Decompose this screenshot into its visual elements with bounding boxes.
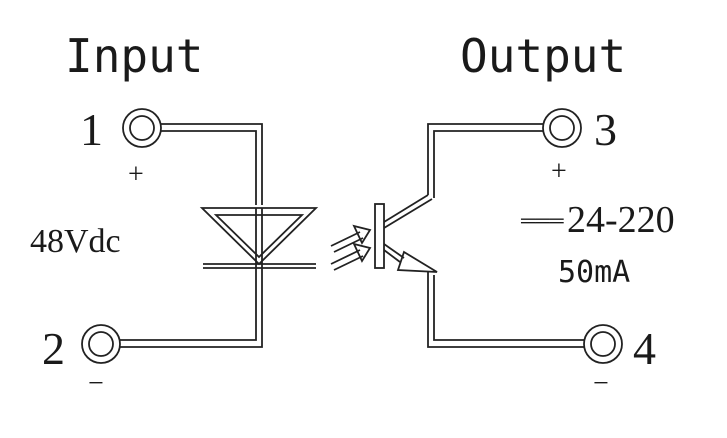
output-current-label: 50mA — [558, 255, 630, 290]
pin-2-label: 2 — [42, 323, 65, 374]
terminal-1 — [122, 108, 162, 148]
pin-4-label: 4 — [633, 323, 656, 374]
input-voltage-label: 48Vdc — [30, 223, 121, 260]
pin-1-label: 1 — [80, 104, 103, 155]
output-heading: Output — [460, 29, 626, 83]
output-minus-sign: − — [593, 368, 609, 399]
output-wiring — [427, 123, 584, 348]
led-diode-symbol — [199, 207, 319, 269]
terminal-3 — [542, 108, 582, 148]
output-plus-sign: + — [551, 156, 567, 187]
dc-symbol: ═══ — [520, 210, 564, 232]
terminal-2 — [81, 324, 121, 364]
input-minus-sign: − — [88, 368, 104, 399]
pin-3-label: 3 — [594, 104, 617, 155]
light-emission-arrows — [330, 224, 372, 271]
terminal-4 — [583, 324, 623, 364]
input-plus-sign: + — [128, 159, 144, 190]
input-heading: Input — [65, 29, 203, 83]
input-wiring — [120, 123, 263, 348]
phototransistor-symbol — [374, 194, 438, 273]
output-voltage-label: 24-220 — [567, 199, 675, 241]
